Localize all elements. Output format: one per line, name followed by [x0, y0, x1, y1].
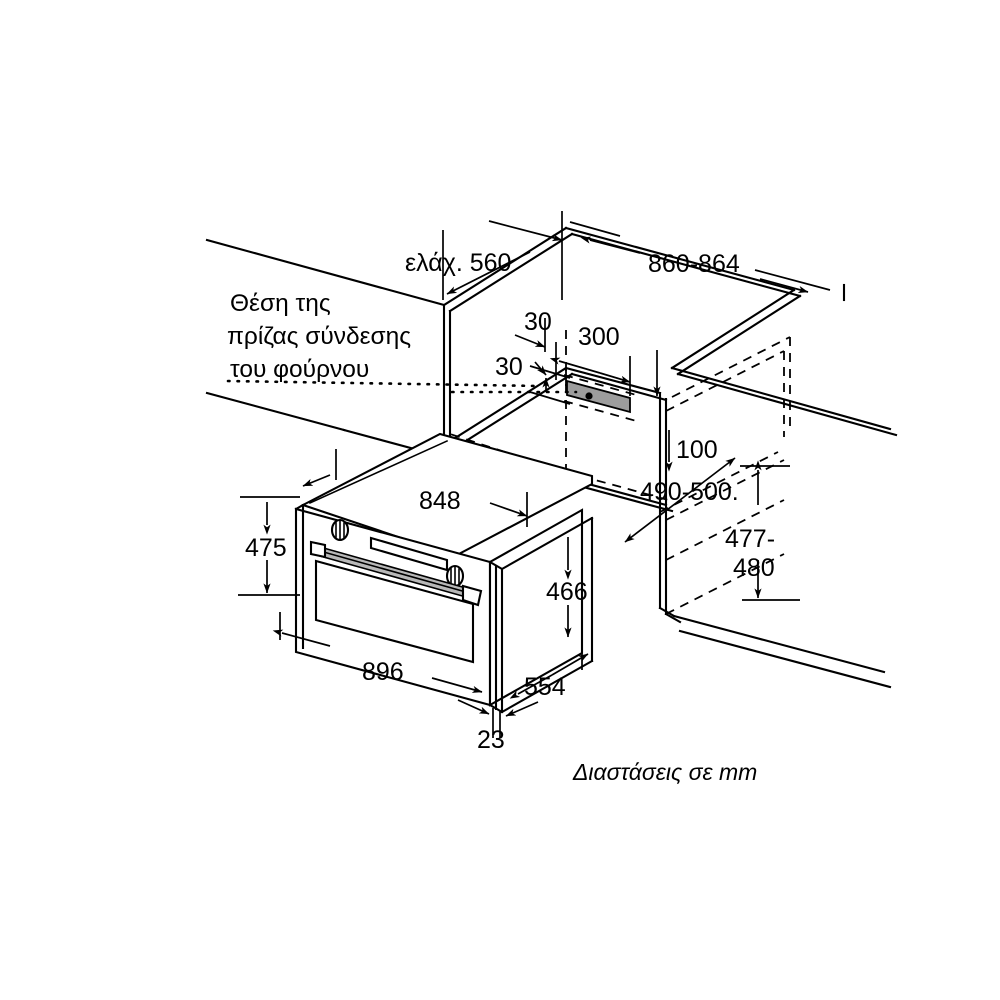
oven-door-bottom-cap — [488, 703, 504, 714]
dim-leader-490-500-down — [624, 499, 681, 543]
label-480: 480 — [733, 554, 775, 582]
dim-leader-848-left — [302, 474, 331, 487]
cabinet-niche — [205, 226, 898, 689]
socket-note-line2: πρίζας σύνδεσης — [227, 323, 411, 350]
socket-outline-bottom — [563, 400, 641, 423]
dim-leader-23-right — [505, 701, 539, 717]
oven-appliance — [294, 432, 594, 714]
dimension-labels: ελάχ. 560 860-864 30 30 300 100 490-500.… — [245, 249, 775, 754]
niche-cavity-floor-rail — [665, 553, 785, 615]
dim-leader-300 — [549, 357, 601, 374]
label-475: 475 — [245, 534, 287, 562]
power-socket-plate — [566, 379, 631, 414]
oven-front-top-left-cap — [294, 503, 305, 511]
label-477: 477- — [725, 525, 775, 553]
niche-cavity-lower-rail — [665, 499, 785, 561]
label-466: 466 — [546, 578, 588, 606]
socket-note-line1: Θέση της — [230, 290, 331, 317]
oven-display-panel — [369, 536, 449, 572]
niche-bottom-left-rail-inner — [448, 372, 574, 453]
niche-cavity-bottom-rear-rail2 — [659, 451, 779, 513]
wall-bottom-front-line — [672, 614, 886, 674]
oven-knob-right[interactable] — [445, 564, 465, 588]
socket-note-line3: του φούρνου — [230, 356, 369, 383]
oven-door-glass — [314, 559, 475, 664]
dim-ext-860-right — [754, 269, 831, 291]
wall-right-upper-line-inner — [676, 372, 898, 437]
dim-leader-554-left — [509, 674, 553, 699]
dim-leader-min560-upper — [488, 220, 563, 242]
niche-right-panel-bottom-cap — [658, 606, 676, 618]
dim-leader-896-left — [272, 629, 331, 647]
oven-handle-highlight — [319, 550, 467, 593]
niche-cavity-top-rear-rail2 — [665, 350, 785, 412]
label-min-560: ελάχ. 560 — [405, 249, 511, 277]
socket-note: Θέση της πρίζας σύνδεσης του φούρνου — [227, 290, 411, 383]
dim-leader-min560 — [446, 251, 531, 295]
dim-leader-30-top — [514, 334, 546, 348]
label-860-864: 860-864 — [648, 250, 740, 278]
units-caption: Διαστάσεις σε mm — [572, 759, 757, 785]
dim-leader-860-right — [759, 278, 809, 293]
oven-door-top-cap — [488, 560, 504, 571]
dim-leader-860-left — [580, 236, 641, 254]
dim-leader-23-left — [457, 699, 490, 715]
niche-top-left-rail-inner — [448, 232, 574, 313]
niche-cavity-top-rear-rail — [671, 336, 791, 398]
label-896: 896 — [362, 658, 404, 686]
dim-leader-896-right — [431, 677, 483, 693]
wall-right-upper-line — [670, 366, 892, 431]
label-30-side: 30 — [495, 353, 523, 381]
niche-shelf-top-edge-left-inner — [570, 372, 668, 402]
label-100: 100 — [676, 436, 718, 464]
niche-top-right-rail — [670, 288, 796, 370]
oven-handle-cap-right — [461, 584, 483, 607]
niche-top-front-edge — [564, 226, 796, 292]
oven-knob-left[interactable] — [330, 518, 350, 542]
niche-right-panel-bottom-cap2 — [664, 612, 682, 624]
dimension-lines — [238, 211, 831, 738]
label-30-top: 30 — [524, 308, 552, 336]
dim-leader-300-b — [599, 372, 631, 383]
label-848: 848 — [419, 487, 461, 515]
oven-handle-cap-left — [309, 540, 327, 559]
niche-cavity-bottom-rear-rail — [665, 459, 785, 521]
label-490-500: 490-500. — [640, 478, 739, 506]
socket-outline-top — [563, 374, 641, 397]
dim-ext-30-low-2 — [529, 391, 571, 405]
wall-bottom-front-line-lower — [678, 629, 892, 689]
dim-leader-490-500-up — [679, 457, 736, 501]
dim-ext-30-low — [529, 365, 571, 379]
oven-top-front-lip — [308, 439, 449, 505]
wall-left-lower-line — [205, 391, 346, 432]
niche-top-right-rail-inner — [676, 294, 802, 376]
label-554: 554 — [524, 673, 566, 701]
oven-right-bottom-rail — [500, 659, 594, 714]
socket-hole-icon — [585, 392, 593, 400]
dim-leader-848 — [489, 502, 528, 517]
niche-top-left-rail — [442, 226, 568, 307]
niche-shelf-top-edge-left — [564, 366, 662, 395]
wall-back-top-edge — [205, 238, 446, 307]
oven-right-top-rail — [500, 516, 594, 571]
label-23: 23 — [477, 726, 505, 754]
label-300: 300 — [578, 323, 620, 351]
dim-ext-860-left — [569, 221, 621, 237]
